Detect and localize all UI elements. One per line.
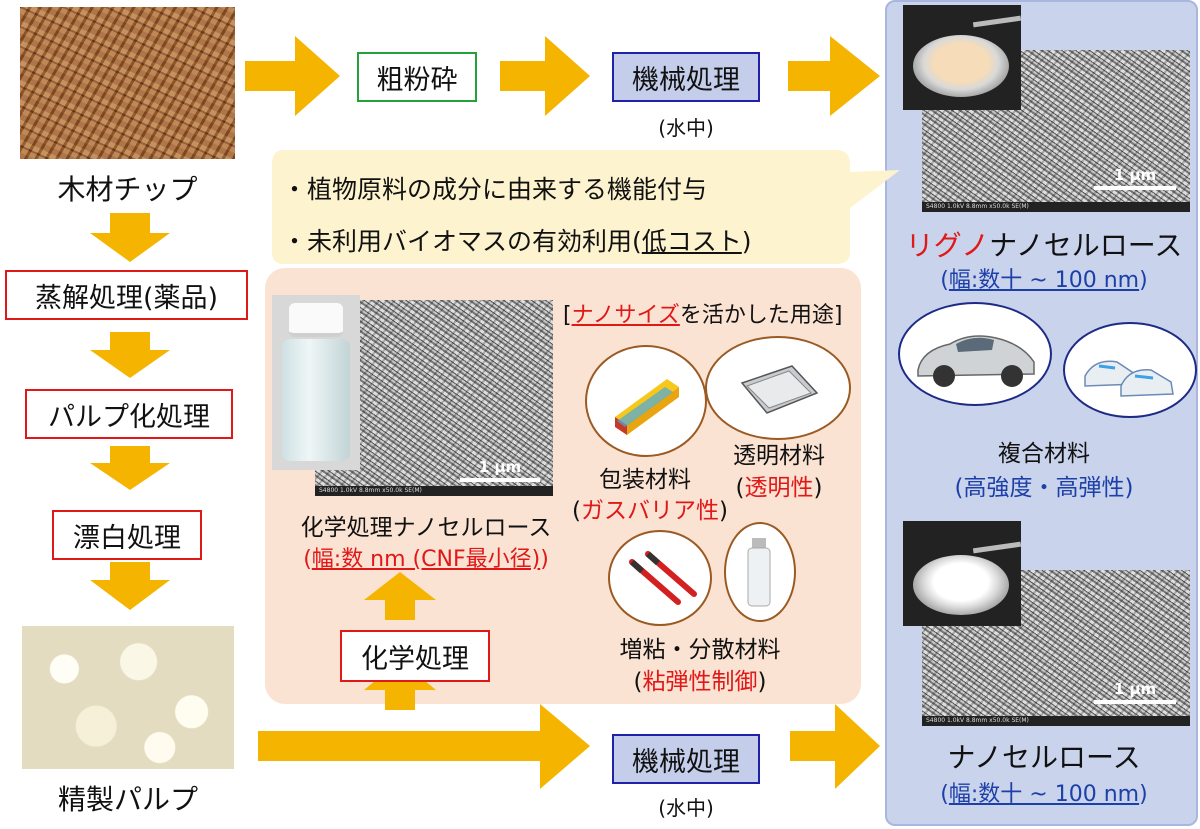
cnf-gel-bowl-photo <box>903 521 1021 626</box>
thickener-spray-circle <box>724 522 796 622</box>
spray-bottle-icon <box>747 538 771 607</box>
nano-size-emphasis: ナノサイズ <box>571 303 680 328</box>
transparent-label: 透明材料 <box>733 443 825 469</box>
arrow-grind-to-mech <box>500 36 590 116</box>
mechanical-box-bottom: 機械処理 <box>612 734 760 784</box>
thickener-prop: (粘弾性制御) <box>610 662 790 696</box>
uses-bracket-open: [ <box>563 303 572 328</box>
mechanical-box-top: 機械処理 <box>612 52 760 102</box>
packaging-circle <box>585 345 707 457</box>
packaging-label: 包装材料 <box>599 467 691 493</box>
thickener-pens-circle <box>608 530 712 626</box>
transparency-emphasis: 透明性 <box>744 475 814 501</box>
uses-bracket-close: ] <box>833 303 843 328</box>
ligno-cnf-rest: ナノセルロース <box>989 229 1183 262</box>
transparent-prop-close: ) <box>813 475 823 501</box>
cnf-label: ナノセルロース <box>947 741 1141 774</box>
arrow-up-2 <box>364 572 436 620</box>
arrow-mech-to-cnf <box>790 704 880 789</box>
ligno-cnf-label: リグノナノセルロース <box>890 224 1198 264</box>
packaging-prop-open: ( <box>572 498 581 524</box>
ligno-emphasis: リグノ <box>905 229 990 262</box>
cnf-width-open: ( <box>940 782 949 807</box>
ligno-width-emphasis: 幅:数十 ~ 100 nm <box>948 268 1140 293</box>
ligno-width-close: ) <box>1139 268 1148 293</box>
in-water-bottom: (水中) <box>658 796 714 820</box>
thickener-prop-open: ( <box>633 669 643 695</box>
callout-line2: ・未利用バイオマスの有効利用(低コスト) <box>282 222 752 258</box>
viscoelastic-emphasis: 粘弾性制御 <box>642 669 758 695</box>
ligno-gel-bowl-photo <box>903 5 1021 110</box>
plastic-sheet-icon <box>740 365 819 414</box>
sem-caption-middle: S4800 1.0kV 8.8mm x50.0k SE(M) <box>315 486 553 496</box>
arrow-pulp-to-mech <box>258 704 590 789</box>
film-box-icon <box>615 379 679 435</box>
chem-cnf-width-open: ( <box>303 547 312 572</box>
gas-barrier-emphasis: ガスバリア性 <box>581 498 719 524</box>
transparent-circle <box>705 336 851 440</box>
scale-bar-ligno: 1 μm <box>1094 166 1176 190</box>
packaging-prop: (ガスバリア性) <box>565 491 735 525</box>
cnf-width: (幅:数十 ~ 100 nm) <box>890 776 1198 808</box>
wood-chips-photo <box>20 7 235 159</box>
arrow-up-1 <box>364 660 436 710</box>
composite-label: 複合材料 <box>998 441 1090 467</box>
callout-bubble <box>272 150 900 264</box>
thickener-prop-close: ) <box>757 669 767 695</box>
cnf-width-emphasis: 幅:数十 ~ 100 nm <box>948 782 1140 807</box>
in-water-top: (水中) <box>658 116 714 140</box>
scale-bar-middle: 1 μm <box>460 458 540 482</box>
uses-title: [ナノサイズを活かした用途] <box>563 297 842 329</box>
chem-treatment-box: 化学処理 <box>340 630 490 682</box>
vial-photo <box>272 295 360 470</box>
coarse-grinding-box: 粗粉砕 <box>357 52 477 102</box>
packaging-prop-close: ) <box>719 498 728 524</box>
sem-caption-ligno: S4800 1.0kV 8.8mm x50.0k SE(M) <box>922 202 1190 212</box>
pulping-box: パルプ化処理 <box>25 389 233 439</box>
chem-cnf-width: (幅:数 nm (CNF最小径)) <box>270 541 582 573</box>
arrow-down-1 <box>90 213 170 262</box>
sneakers-circle <box>1063 322 1197 418</box>
arrow-down-4 <box>90 562 170 610</box>
callout-line2-prefix: ・未利用バイオマスの有効利用( <box>282 227 642 256</box>
pulp-photo <box>22 626 234 769</box>
callout-line1: ・植物原料の成分に由来する機能付与 <box>282 175 708 204</box>
transparent-prop: (透明性) <box>720 468 838 502</box>
callout-line2-suffix: ) <box>741 227 752 256</box>
low-cost-emphasis: 低コスト <box>641 227 742 256</box>
ligno-cnf-width: (幅:数十 ~ 100 nm) <box>890 262 1198 294</box>
sem-caption-cnf: S4800 1.0kV 8.8mm x50.0k SE(M) <box>922 716 1190 726</box>
cnf-width-close: ) <box>1139 782 1148 807</box>
uses-title-rest: を活かした用途 <box>679 303 834 328</box>
scale-bar-cnf: 1 μm <box>1094 680 1176 704</box>
car-circle <box>898 302 1052 406</box>
arrow-down-3 <box>90 446 170 490</box>
arrow-mech-to-ligno <box>788 36 880 116</box>
transparent-prop-open: ( <box>735 475 745 501</box>
chem-cnf-label: 化学処理ナノセルロース <box>300 515 552 541</box>
wood-chip-label: 木材チップ <box>57 173 198 206</box>
chem-cnf-width-emphasis: 幅:数 nm (CNF最小径) <box>311 547 541 572</box>
cooking-box: 蒸解処理(薬品) <box>5 270 248 320</box>
ligno-width-open: ( <box>940 268 949 293</box>
refined-pulp-label: 精製パルプ <box>57 783 198 816</box>
pens-icon <box>629 551 697 605</box>
chem-cnf-width-close: ) <box>540 547 549 572</box>
car-icon <box>917 335 1035 387</box>
arrow-down-2 <box>90 332 170 378</box>
bleaching-box: 漂白処理 <box>52 510 202 560</box>
arrow-chip-to-grind <box>245 36 340 116</box>
composite-prop: (高強度・高弾性) <box>954 475 1134 501</box>
sneakers-icon <box>1084 360 1174 397</box>
thickener-label: 増粘・分散材料 <box>619 637 781 663</box>
